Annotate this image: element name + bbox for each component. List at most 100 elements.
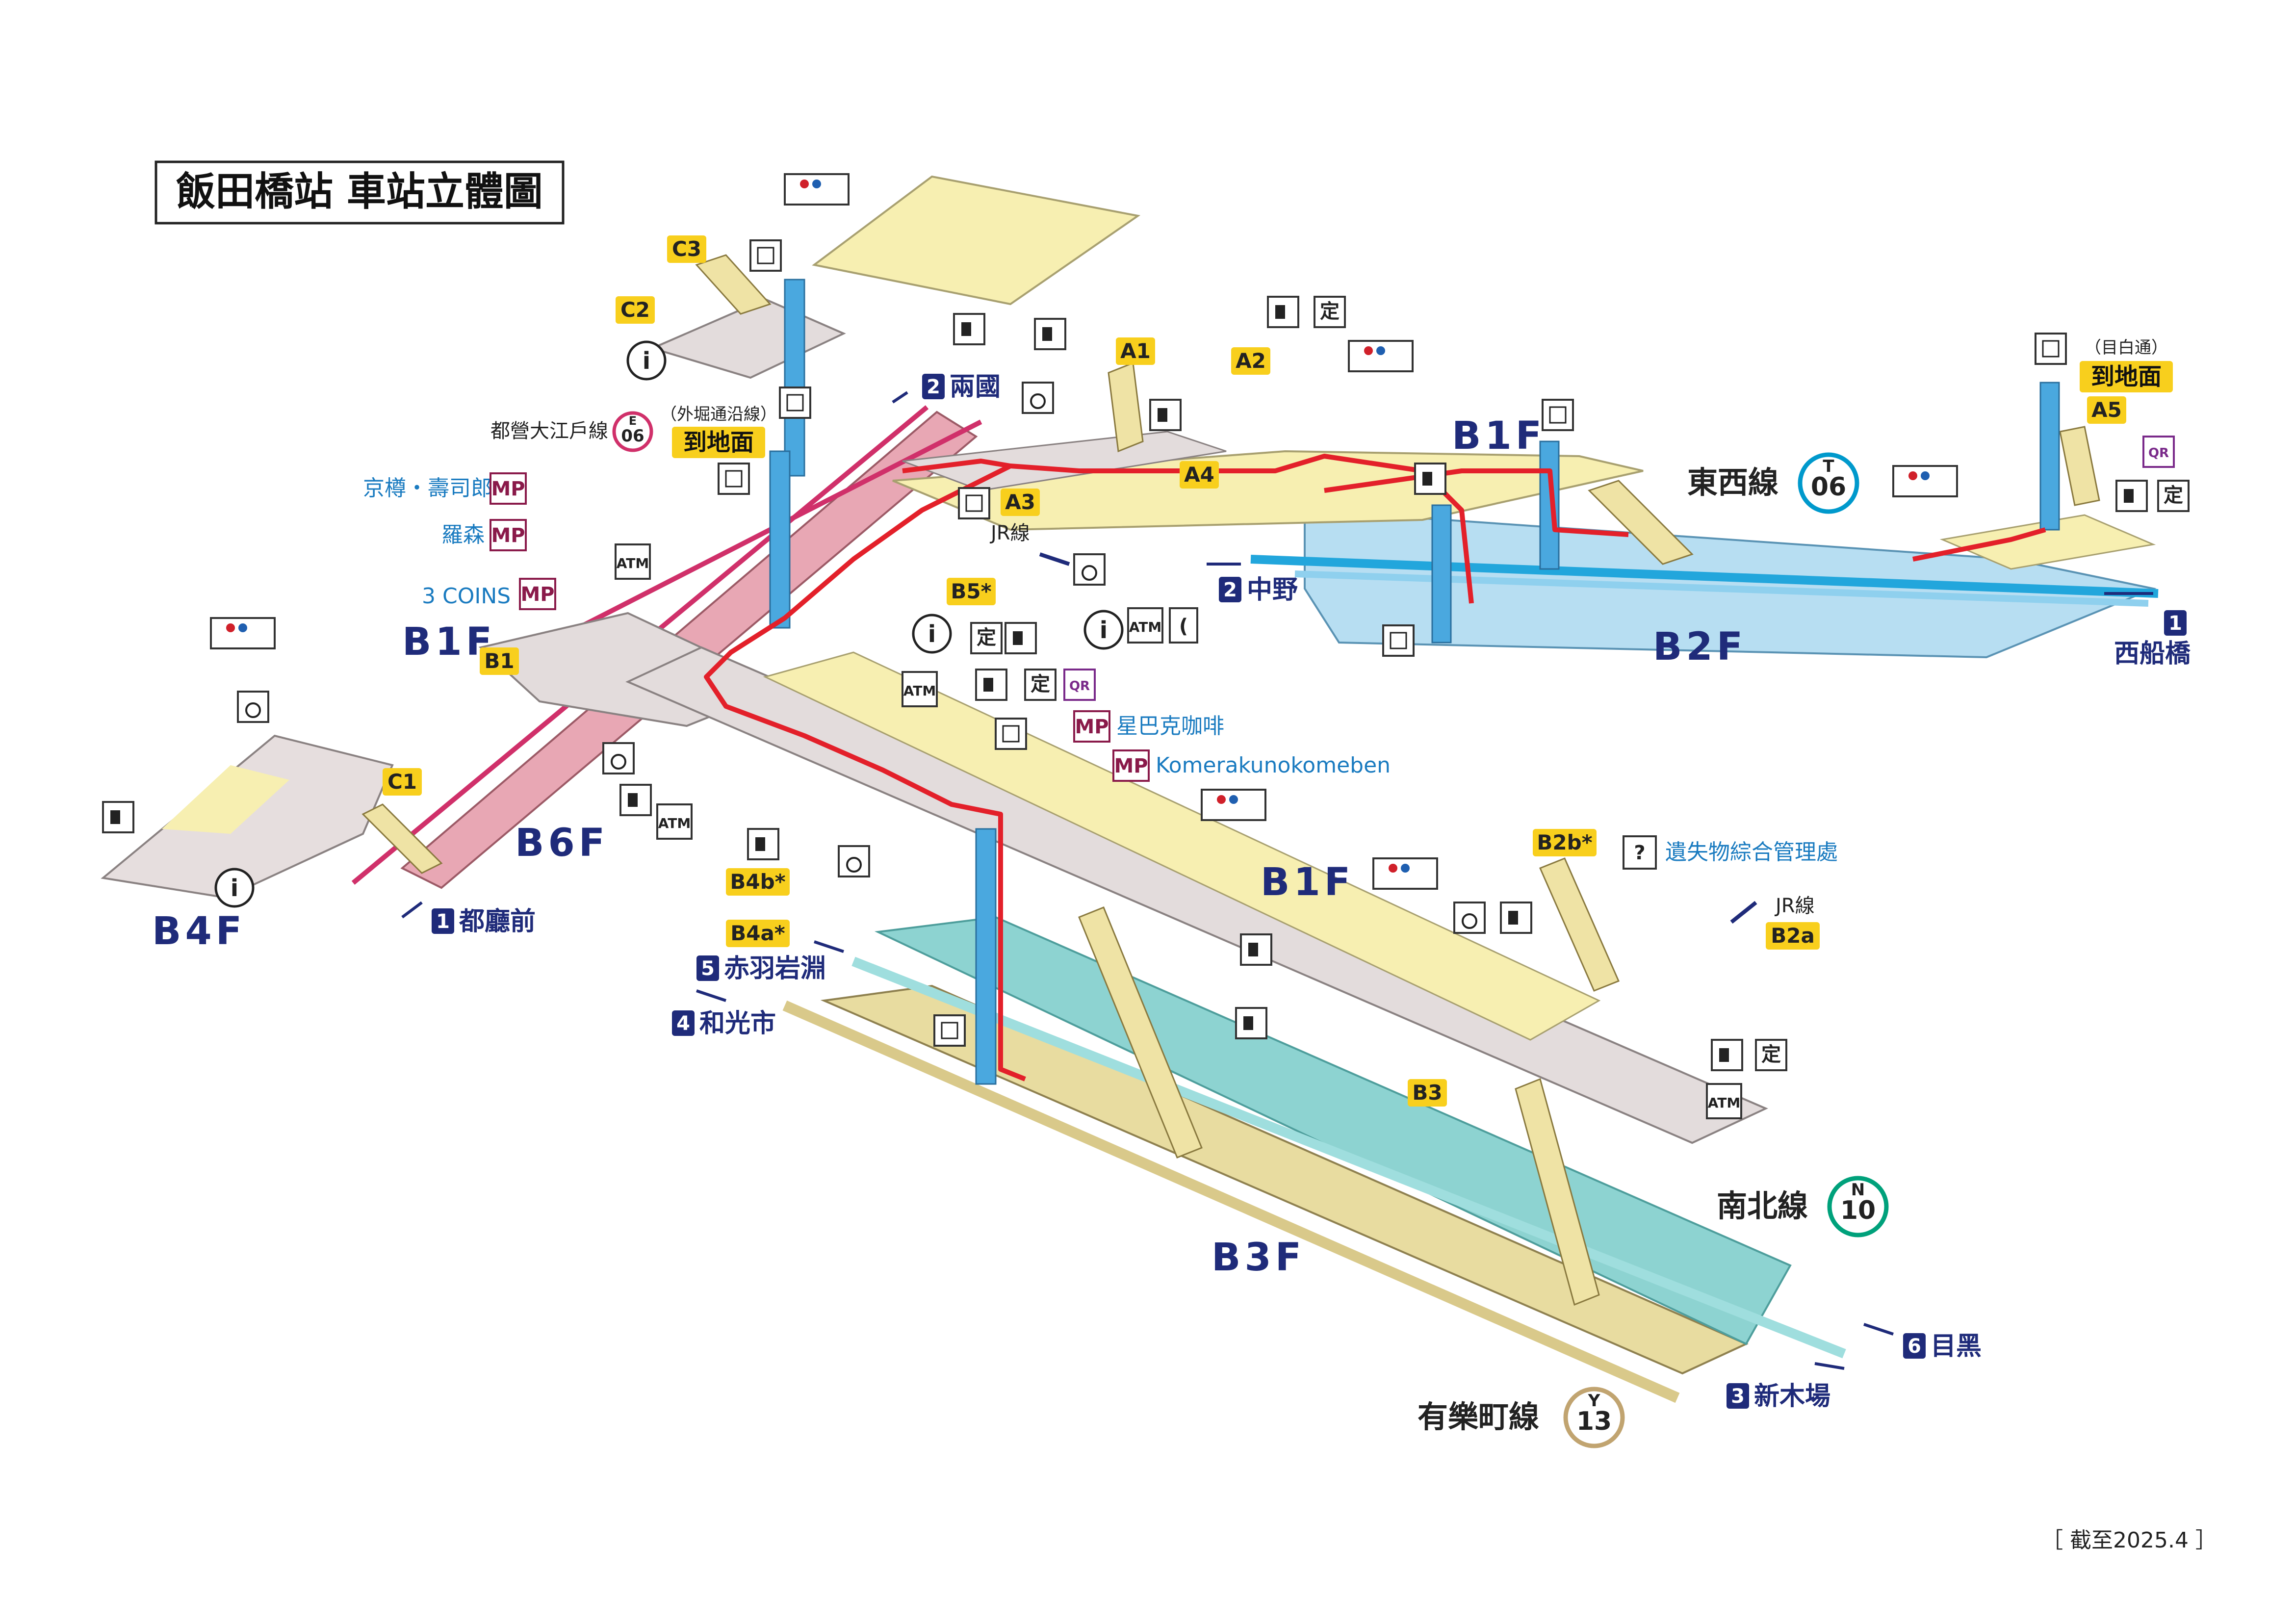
- exit-b1[interactable]: B1: [480, 647, 519, 675]
- ticket-machine-icon: [747, 828, 779, 860]
- ticket-machine-icon: [619, 784, 652, 816]
- svg-text:10: 10: [1840, 1196, 1876, 1225]
- svg-text:4: 4: [676, 1012, 690, 1035]
- svg-text:i: i: [643, 347, 650, 375]
- to-ground-1-note: （外堀通沿線）: [660, 405, 777, 424]
- exit-b4b[interactable]: B4b*: [726, 868, 790, 896]
- svg-text:定: 定: [1031, 673, 1050, 696]
- svg-text:京樽・壽司郎: 京樽・壽司郎: [363, 476, 492, 501]
- floor-a5-area: [1939, 514, 2156, 570]
- svg-text:?: ?: [1634, 842, 1645, 864]
- track-yurakucho: [782, 1000, 1680, 1403]
- qr-ticket-icon: QR: [2142, 436, 2175, 468]
- svg-text:B4b*: B4b*: [730, 870, 785, 894]
- atm-icon: ATM: [656, 803, 693, 840]
- ticket-machine-icon: [2115, 480, 2148, 512]
- qr-ticket-icon: QR: [1063, 669, 1096, 701]
- floor-label-b6f: B6F: [515, 821, 609, 865]
- exit-c3[interactable]: C3: [667, 235, 706, 263]
- ticket-machine-icon: [975, 669, 1007, 701]
- ticket-machine-icon: [953, 313, 985, 345]
- elevator-icon: [718, 463, 750, 495]
- exit-b2a[interactable]: B2a: [1766, 922, 1820, 950]
- exit-c1[interactable]: C1: [383, 768, 422, 796]
- svg-text:Komerakunokomeben: Komerakunokomeben: [1156, 753, 1391, 778]
- dir-nishifunabashi: 1 西船橋: [2104, 592, 2191, 669]
- svg-text:N: N: [1851, 1180, 1865, 1200]
- svg-text:B2b*: B2b*: [1537, 830, 1592, 854]
- exit-c2[interactable]: C2: [616, 296, 655, 324]
- exit-a1[interactable]: A1: [1116, 337, 1155, 365]
- wheelchair-icon: [602, 742, 635, 774]
- atm-icon: ATM: [902, 671, 938, 707]
- floor-b1f-upper-gray: [902, 431, 1227, 491]
- svg-text:A5: A5: [2091, 398, 2122, 422]
- info-icon: i: [1083, 610, 1124, 650]
- to-ground-1-label: 到地面: [683, 429, 754, 456]
- exit-b5[interactable]: B5*: [947, 578, 996, 605]
- wheelchair-icon: [237, 691, 269, 723]
- info-icon: i: [214, 868, 255, 908]
- lost-found-icon: [1623, 835, 1657, 870]
- svg-text:13: 13: [1576, 1407, 1612, 1436]
- shop-3coins[interactable]: 3 COINS MP: [422, 578, 556, 610]
- stair-c3: [695, 254, 772, 315]
- ticket-machine-icon: [1414, 463, 1446, 495]
- ticket-machine-icon: [1240, 933, 1272, 966]
- elevator-icon: [995, 718, 1027, 750]
- elevator-tozai-1: [1431, 504, 1452, 644]
- svg-text:5: 5: [701, 957, 715, 980]
- ticket-machine-icon: [1149, 399, 1182, 431]
- ticket-machine-icon: [1267, 296, 1299, 328]
- shop-komera[interactable]: MP Komerakunokomeben: [1112, 749, 1391, 782]
- restroom-icon: [784, 173, 850, 206]
- svg-text:06: 06: [1811, 472, 1846, 502]
- exit-a3[interactable]: A3: [1001, 489, 1040, 516]
- svg-text:i: i: [928, 620, 936, 648]
- directions: 2 兩國 2 中野 1 西船橋 1 都廳前 5 赤羽岩淵: [401, 372, 2191, 1411]
- exit-b2b[interactable]: B2b*: [1533, 829, 1597, 856]
- svg-text:B3: B3: [1412, 1081, 1442, 1105]
- shop-lawson[interactable]: 羅森 MP: [441, 519, 527, 551]
- exit-a4[interactable]: A4: [1180, 461, 1219, 489]
- elevators: [769, 279, 2060, 1085]
- shop-starbucks[interactable]: MP 星巴克咖啡: [1073, 710, 1224, 743]
- restroom-icon: [1372, 857, 1438, 890]
- track-tozai-1: [1250, 555, 2159, 598]
- svg-text:C1: C1: [387, 770, 417, 794]
- svg-text:MP: MP: [520, 583, 554, 606]
- jr-line-label-1: JR線: [989, 522, 1030, 544]
- svg-text:目黑: 目黑: [1931, 1332, 1982, 1361]
- svg-text:赤羽岩淵: 赤羽岩淵: [724, 954, 826, 983]
- title-box: 飯田橋站 車站立體圖: [155, 160, 565, 225]
- dir-meguro: 6 目黑: [1863, 1323, 1982, 1361]
- elevator-a5: [2039, 382, 2060, 531]
- commuter-pass-icon: 定: [1024, 669, 1057, 701]
- wheelchair-icon: [1073, 553, 1106, 586]
- exit-b4a[interactable]: B4a*: [726, 920, 790, 947]
- to-ground-2-note: （目白通）: [2085, 338, 2168, 358]
- elevator-c3: [784, 279, 805, 477]
- stair-a1: [1108, 361, 1144, 453]
- atm-icon: ATM: [1127, 607, 1163, 644]
- elevator-icon: [958, 487, 990, 519]
- exit-a2[interactable]: A2: [1231, 347, 1270, 375]
- dir-nakano: 2 中野: [1207, 563, 1298, 605]
- svg-text:MP: MP: [1114, 755, 1148, 777]
- track-namboku: [851, 956, 1846, 1359]
- svg-text:B2a: B2a: [1771, 924, 1815, 948]
- stair-b3f-2: [1515, 1078, 1600, 1306]
- svg-text:3: 3: [1731, 1385, 1745, 1408]
- svg-text:定: 定: [1761, 1043, 1781, 1066]
- svg-text:i: i: [231, 875, 238, 902]
- lost-found[interactable]: ? 遺失物綜合管理處: [1623, 835, 1838, 870]
- floor-label-b1f-center: B1F: [1261, 860, 1354, 904]
- exit-a5[interactable]: A5: [2087, 396, 2126, 424]
- svg-text:ATM: ATM: [617, 555, 649, 571]
- svg-text:B5*: B5*: [951, 579, 991, 603]
- elevator-tozai-2: [1539, 440, 1560, 570]
- elevator-icon: [1542, 399, 1574, 431]
- exit-b3[interactable]: B3: [1408, 1079, 1447, 1107]
- svg-text:(: (: [1179, 615, 1188, 638]
- shop-kyotaru[interactable]: 京樽・壽司郎 MP: [363, 472, 527, 505]
